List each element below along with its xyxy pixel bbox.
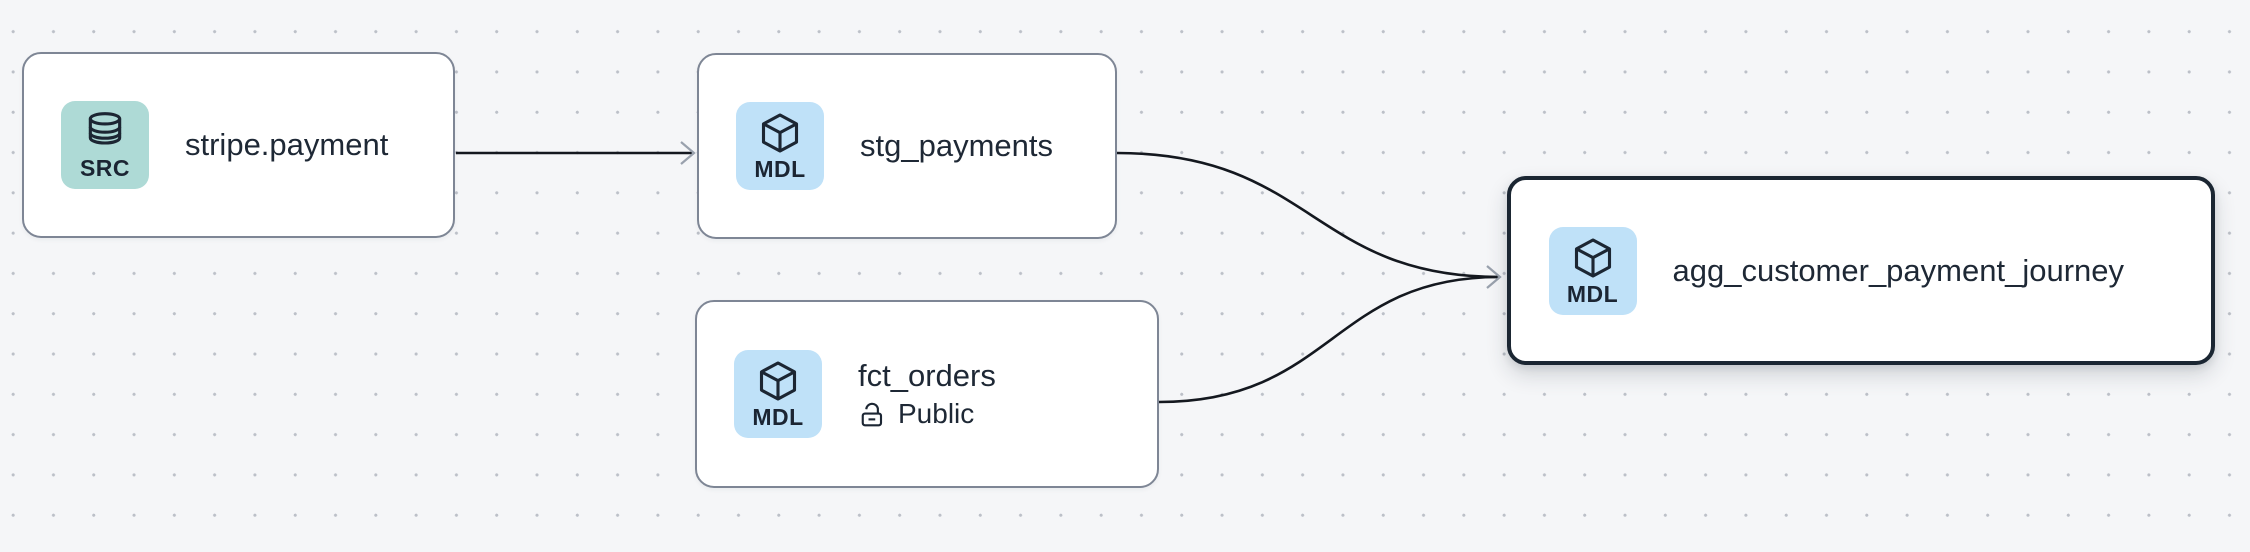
node-title: stripe.payment xyxy=(185,127,389,163)
access-label: Public xyxy=(898,398,975,430)
node-agg-customer-payment-journey[interactable]: MDL agg_customer_payment_journey xyxy=(1507,176,2215,365)
badge-label: MDL xyxy=(752,404,804,430)
node-title: fct_orders xyxy=(858,357,996,393)
node-stg-payments[interactable]: MDL stg_payments xyxy=(697,53,1117,239)
cube-icon xyxy=(761,113,799,153)
model-type-badge: MDL xyxy=(1548,226,1637,315)
node-stripe-payment[interactable]: SRC stripe.payment xyxy=(22,52,455,238)
model-type-badge: MDL xyxy=(734,350,822,438)
unlock-icon xyxy=(861,402,883,427)
badge-label: SRC xyxy=(79,155,131,181)
cube-icon xyxy=(1574,237,1611,278)
source-type-badge: SRC xyxy=(61,101,149,189)
database-icon xyxy=(88,112,122,145)
node-title: stg_payments xyxy=(860,128,1053,164)
access-row: Public xyxy=(858,399,996,430)
model-type-badge: MDL xyxy=(736,102,824,190)
arrowhead-into-stg-payments xyxy=(680,141,696,165)
cube-icon xyxy=(759,361,797,401)
node-text: stg_payments xyxy=(860,128,1053,164)
node-text: fct_orders Public xyxy=(858,358,996,430)
badge-label: MDL xyxy=(1566,280,1619,307)
node-fct-orders[interactable]: MDL fct_orders Public xyxy=(695,300,1159,488)
node-text: stripe.payment xyxy=(185,127,388,163)
node-text: agg_customer_payment_journey xyxy=(1673,253,2125,289)
badge-label: MDL xyxy=(754,156,806,182)
node-title: agg_customer_payment_journey xyxy=(1672,252,2125,288)
arrowhead-into-agg-customer-payment-journey xyxy=(1486,265,1502,289)
edge-stg-payments-to-agg-customer-payment-journey xyxy=(1116,151,1500,279)
edge-fct-orders-to-agg-customer-payment-journey xyxy=(1158,275,1500,404)
